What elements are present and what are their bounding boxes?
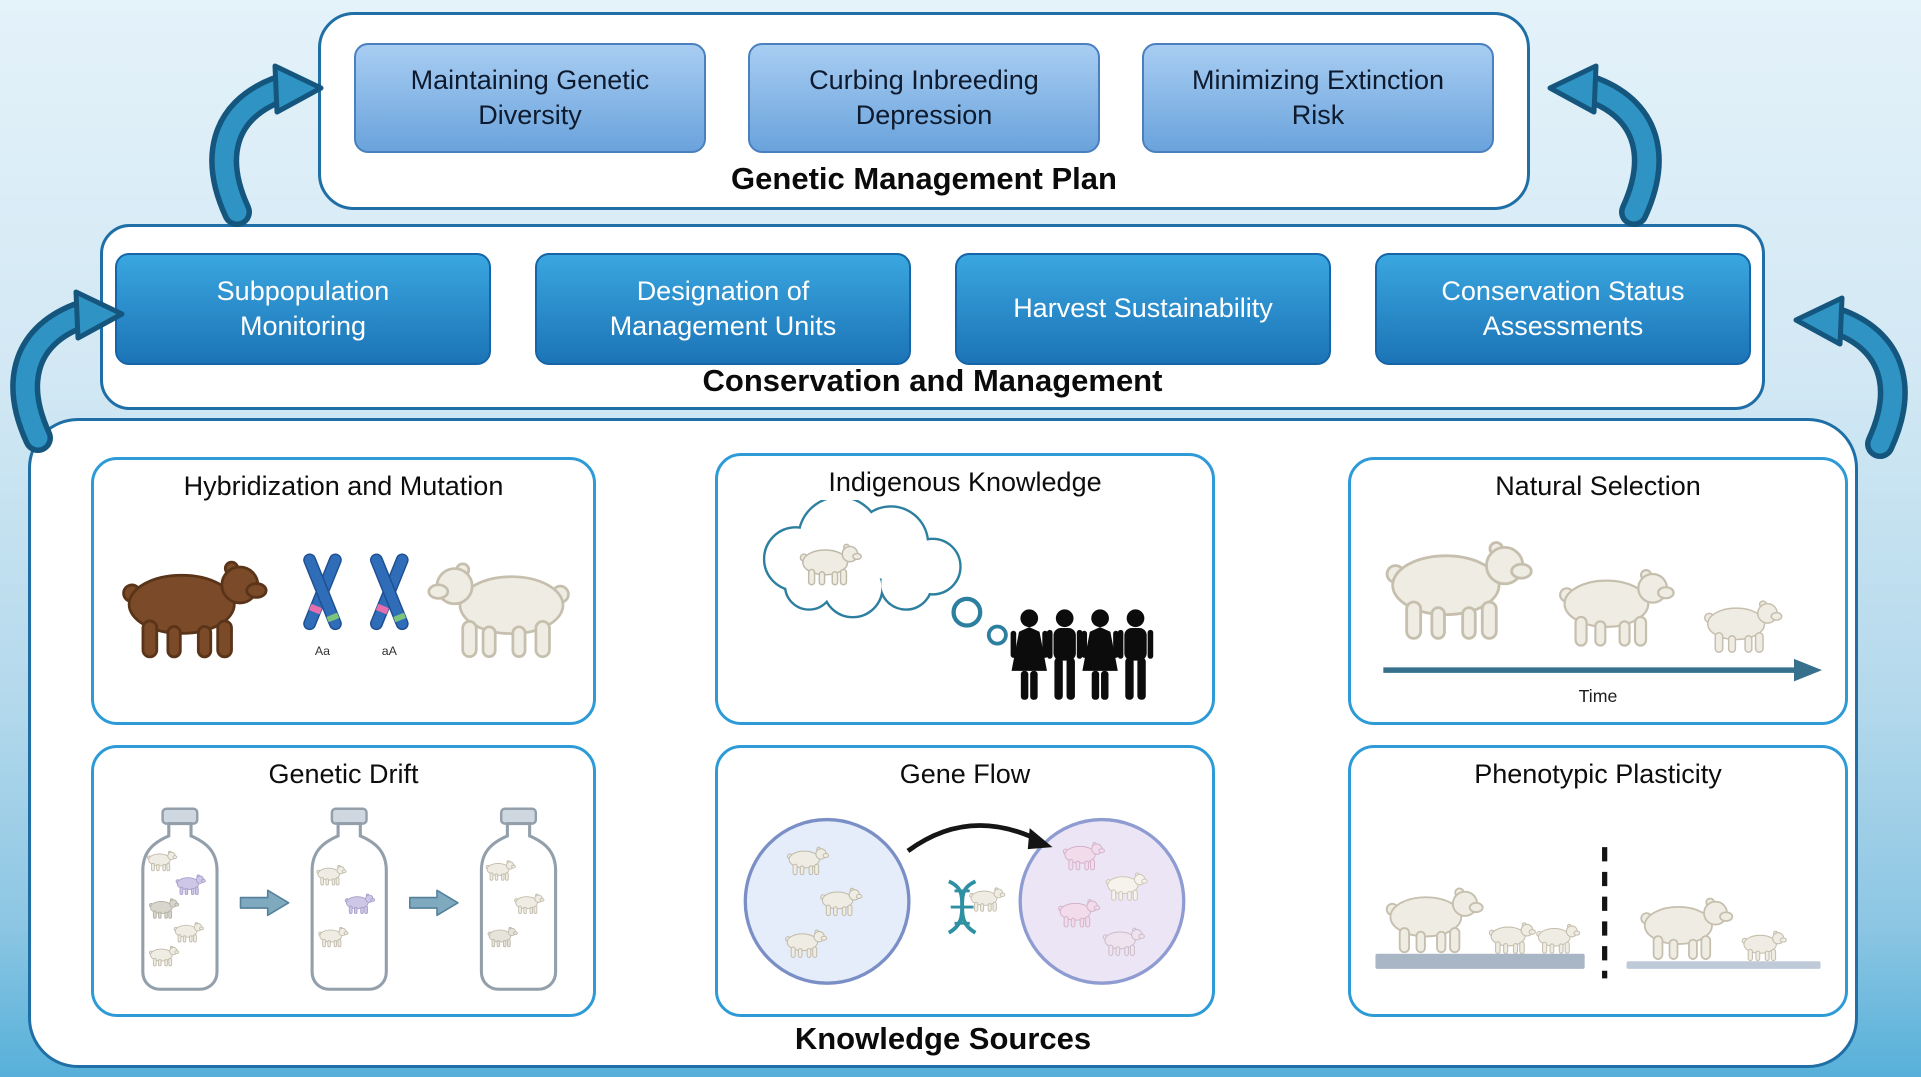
allele-label-left: Aa xyxy=(315,644,330,658)
polar-bear-icon xyxy=(1640,897,1734,960)
polar-bear-icon xyxy=(1559,569,1675,647)
cycle-arrow-icon xyxy=(1546,60,1666,230)
panel-title: Hybridization and Mutation xyxy=(183,471,504,501)
section-genetic-management-plan: Maintaining Genetic Diversity Curbing In… xyxy=(318,12,1530,210)
allele-label-right: aA xyxy=(382,644,398,658)
panel-title: Gene Flow xyxy=(899,759,1031,789)
genetic-management-plan-title: Genetic Management Plan xyxy=(731,161,1117,196)
people-group-icon xyxy=(1010,609,1154,700)
panel-indigenous-knowledge: Indigenous Knowledge xyxy=(715,453,1215,725)
polar-bear-icon xyxy=(427,562,570,659)
panel-title: Natural Selection xyxy=(1495,471,1701,501)
cm-box-designation-of-management-units: Designation of Management Units xyxy=(535,253,911,365)
panel-genetic-drift: Genetic Drift xyxy=(91,745,596,1017)
conservation-and-management-title: Conservation and Management xyxy=(702,363,1163,398)
chromosome-icon xyxy=(301,551,344,632)
indigenous-knowledge-illustration xyxy=(762,500,1154,700)
gene-flow-illustration xyxy=(743,817,1186,985)
block-arrow-icon xyxy=(409,889,459,917)
section-knowledge-sources: Hybridization and Mutation Aa aA Indigen… xyxy=(28,418,1858,1068)
flow-arrow-icon xyxy=(906,823,1053,853)
cycle-arrow-icon xyxy=(6,286,126,456)
time-label: Time xyxy=(1579,686,1618,706)
panel-hybridization-and-mutation: Hybridization and Mutation Aa aA xyxy=(91,457,596,725)
population-circle-right xyxy=(1018,817,1186,985)
polar-bear-icon xyxy=(1385,541,1533,640)
polar-bear-icon xyxy=(1704,600,1783,653)
cm-box-harvest-sustainability: Harvest Sustainability xyxy=(955,253,1331,365)
cub-icon xyxy=(1741,930,1787,962)
genetic-drift-illustration xyxy=(141,807,558,991)
panel-gene-flow: Gene Flow xyxy=(715,745,1215,1017)
cm-box-subpopulation-monitoring: Subpopulation Monitoring xyxy=(115,253,491,365)
polar-bear-icon xyxy=(1385,887,1484,954)
cycle-arrow-icon xyxy=(1792,292,1912,462)
brown-bear-icon xyxy=(122,560,268,659)
gmp-box-minimizing-extinction-risk: Minimizing Extinction Risk xyxy=(1142,43,1494,153)
gmp-box-curbing-inbreeding-depression: Curbing Inbreeding Depression xyxy=(748,43,1100,153)
gmp-box-maintaining-genetic-diversity: Maintaining Genetic Diversity xyxy=(354,43,706,153)
knowledge-sources-title: Knowledge Sources xyxy=(794,1021,1092,1056)
panel-title: Indigenous Knowledge xyxy=(828,467,1102,497)
dna-icon xyxy=(947,879,977,935)
cm-box-conservation-status-assessments: Conservation Status Assessments xyxy=(1375,253,1751,365)
cub-icon xyxy=(1536,923,1581,954)
natural-selection-illustration: Time xyxy=(1383,541,1822,706)
thin-platform xyxy=(1626,961,1821,969)
cub-icon xyxy=(1488,922,1536,954)
time-arrow-icon xyxy=(1383,658,1822,682)
panel-natural-selection: Natural Selection Time xyxy=(1348,457,1848,725)
phenotypic-plasticity-illustration xyxy=(1375,847,1821,979)
block-arrow-icon xyxy=(239,889,290,917)
panel-phenotypic-plasticity: Phenotypic Plasticity xyxy=(1348,745,1848,1017)
hybridization-illustration: Aa aA xyxy=(122,551,570,659)
cycle-arrow-icon xyxy=(205,60,325,230)
chromosome-icon xyxy=(368,551,411,632)
thought-cloud-icon xyxy=(762,500,1008,646)
panel-title: Phenotypic Plasticity xyxy=(1474,759,1722,789)
section-conservation-and-management: Subpopulation Monitoring Designation of … xyxy=(100,224,1765,410)
tiny-bear-icon xyxy=(969,887,1006,912)
panel-title: Genetic Drift xyxy=(268,759,419,789)
thick-platform xyxy=(1375,953,1585,969)
